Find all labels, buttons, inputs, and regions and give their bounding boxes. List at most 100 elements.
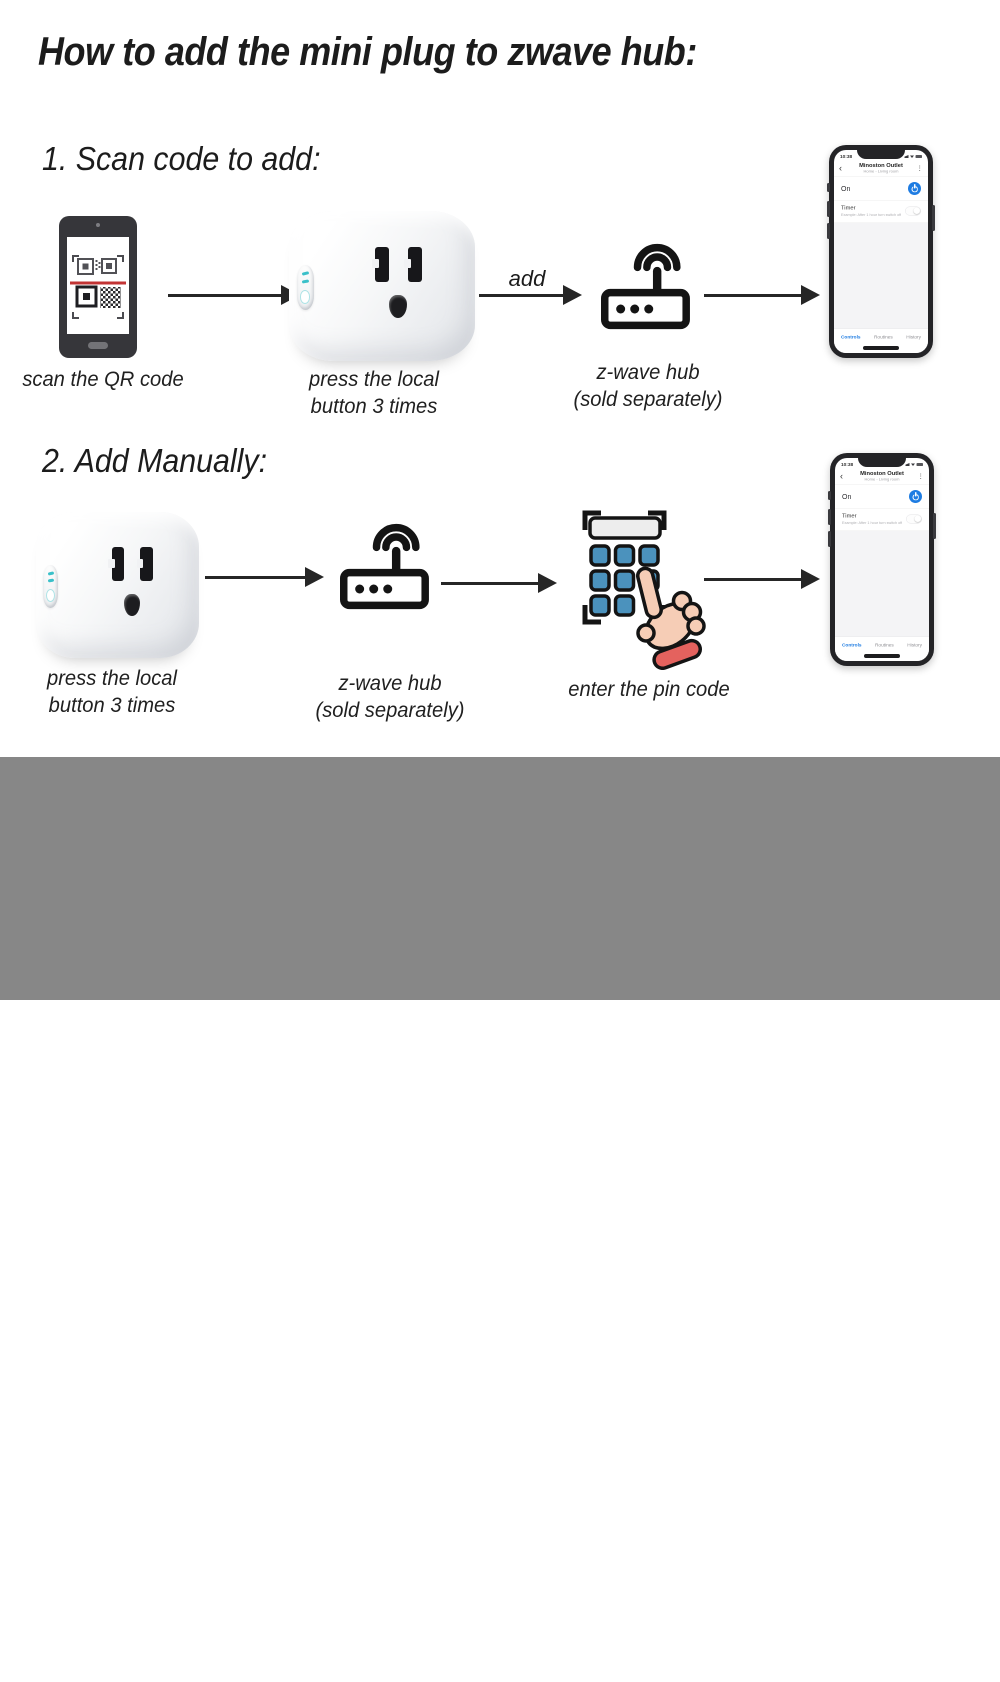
device-title: Minoston Outlet xyxy=(860,470,904,477)
on-label: On xyxy=(841,184,851,193)
outlet-slot-right xyxy=(404,247,422,282)
status-time: 10:38 xyxy=(840,153,853,160)
phone-side-button xyxy=(932,205,935,231)
scan-qr-caption: scan the QR code xyxy=(22,368,184,391)
plug-body xyxy=(289,211,475,361)
signal-icon xyxy=(904,154,909,158)
hand-icon xyxy=(636,566,706,670)
power-button-icon xyxy=(908,182,921,195)
phone-side-button xyxy=(828,531,831,547)
battery-icon xyxy=(916,462,923,466)
timer-subtitle: Example: After 1 hour turn switch off xyxy=(842,520,902,526)
page-title: How to add the mini plug to zwave hub: xyxy=(38,30,697,74)
tab-history: History xyxy=(907,642,922,648)
timer-row: Timer Example: After 1 hour turn switch … xyxy=(835,509,929,531)
qr-code-icon xyxy=(70,255,126,319)
compatibility-line-2: HomeSeer, Z-Box, Wink, Vera, etc. xyxy=(48,1643,523,1681)
timer-toggle xyxy=(906,514,922,524)
on-row: On xyxy=(835,485,929,509)
back-icon: ‹ xyxy=(840,471,843,481)
tab-controls: Controls xyxy=(841,334,861,340)
phone-side-button xyxy=(827,183,830,192)
on-label: On xyxy=(842,492,852,501)
battery-icon xyxy=(915,154,922,158)
status-bar: 10:38 xyxy=(834,150,928,162)
wifi-icon xyxy=(911,463,915,466)
device-title: Minoston Outlet xyxy=(859,162,903,169)
phone-screen: 10:38 ‹ Minoston Outlet Home - Living ro… xyxy=(834,150,928,353)
outlet-slot-right xyxy=(136,547,153,581)
back-icon: ‹ xyxy=(839,163,842,173)
tab-routines: Routines xyxy=(875,642,894,648)
phone-side-button xyxy=(828,491,831,500)
arrow-icon xyxy=(168,284,300,305)
scan-line xyxy=(70,281,126,285)
plug-local-button xyxy=(297,265,315,310)
home-indicator xyxy=(864,654,900,658)
compatibility-banner: Compatible with SmartThings, Hubitat, Fi… xyxy=(0,757,1000,1681)
device-subtitle: Home - Living room xyxy=(864,477,900,482)
outlet-slot-left xyxy=(108,547,124,581)
screen-body xyxy=(834,223,928,329)
arrow-icon xyxy=(205,566,324,587)
smart-plug xyxy=(289,211,475,361)
phone-frame: 10:38 ‹ Minoston Outlet Home - Living ro… xyxy=(828,453,936,666)
phone-side-button xyxy=(827,223,830,239)
app-header: ‹ Minoston Outlet Home - Living room ⋮ xyxy=(834,162,928,177)
home-indicator xyxy=(863,346,899,350)
phone-mockup-2: 10:38 ‹ Minoston Outlet Home - Living ro… xyxy=(828,453,936,666)
status-bar: 10:38 xyxy=(835,458,929,470)
app-header: ‹ Minoston Outlet Home - Living room ⋮ xyxy=(835,470,929,485)
wifi-icon xyxy=(910,155,914,158)
device-subtitle: Home - Living room xyxy=(863,169,899,174)
compatibility-line-1: Compatible with SmartThings, Hubitat, Fi… xyxy=(48,1581,923,1620)
screen-body xyxy=(835,531,929,637)
zwave-hub-caption-2: z-wave hub (sold separately) xyxy=(315,672,465,722)
qr-scan-phone-icon xyxy=(59,216,137,358)
arrow-icon xyxy=(704,568,820,589)
timer-subtitle: Example: After 1 hour turn switch off xyxy=(841,212,901,218)
status-time: 10:38 xyxy=(841,461,854,468)
phone-notch xyxy=(857,150,905,159)
phone-side-button xyxy=(933,513,936,539)
app-tab-bar: Controls Routines History xyxy=(834,328,928,345)
timer-row: Timer Example: After 1 hour turn switch … xyxy=(834,201,928,223)
outlet-slot-left xyxy=(371,247,390,282)
pin-keypad-icon xyxy=(582,510,706,670)
app-tab-bar: Controls Routines History xyxy=(835,636,929,653)
phone-mockup-1: 10:38 ‹ Minoston Outlet Home - Living ro… xyxy=(827,145,935,358)
more-menu-icon: ⋮ xyxy=(916,164,924,172)
arrow-icon xyxy=(441,572,557,593)
compatible-with-label: Compatible with xyxy=(48,1581,285,1619)
tab-controls: Controls xyxy=(842,642,862,648)
plug-local-button xyxy=(43,564,58,609)
phone-frame: 10:38 ‹ Minoston Outlet Home - Living ro… xyxy=(827,145,935,358)
phone-screen: 10:38 ‹ Minoston Outlet Home - Living ro… xyxy=(835,458,929,661)
section1-heading: 1. Scan code to add: xyxy=(42,140,321,177)
outlet-ground-hole xyxy=(389,295,408,318)
zwave-hub-icon xyxy=(601,244,690,330)
arrow-icon xyxy=(704,284,820,305)
signal-icon xyxy=(905,462,910,466)
timer-label: Timer xyxy=(841,205,856,211)
press-button-caption-1: press the local button 3 times xyxy=(309,368,439,418)
more-menu-icon: ⋮ xyxy=(917,472,925,480)
section2-heading: 2. Add Manually: xyxy=(42,442,268,479)
brand-list-1: SmartThings, Hubitat, Fibaro, Home Assis… xyxy=(284,1581,923,1619)
add-label: add xyxy=(508,266,546,291)
phone-side-button xyxy=(827,201,830,217)
timer-toggle xyxy=(905,206,921,216)
zwave-hub-icon xyxy=(340,524,429,610)
tab-history: History xyxy=(906,334,921,340)
zwave-hub-caption-1: z-wave hub (sold separately) xyxy=(573,361,723,411)
smart-plug xyxy=(36,512,199,658)
outlet-ground-hole xyxy=(124,593,140,616)
press-button-caption-2: press the local button 3 times xyxy=(47,667,177,717)
on-row: On xyxy=(834,177,928,201)
sleeve-cuff xyxy=(652,638,702,670)
tab-routines: Routines xyxy=(874,334,893,340)
power-button-icon xyxy=(909,490,922,503)
enter-pin-caption: enter the pin code xyxy=(568,678,730,701)
phone-side-button xyxy=(828,509,831,525)
plug-body xyxy=(36,512,199,658)
